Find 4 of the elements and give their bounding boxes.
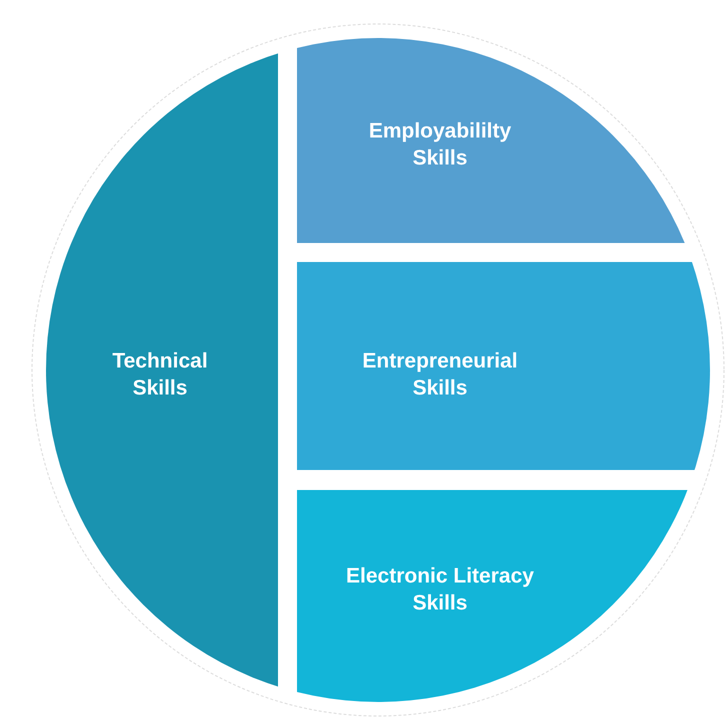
segment-label: Electronic Literacy Skills bbox=[345, 564, 535, 617]
segment-label: Employabililty Skills bbox=[368, 118, 512, 172]
segment-label: Entrepreneurial Skills bbox=[361, 348, 519, 402]
segment-label: Technical Skills bbox=[111, 348, 209, 402]
